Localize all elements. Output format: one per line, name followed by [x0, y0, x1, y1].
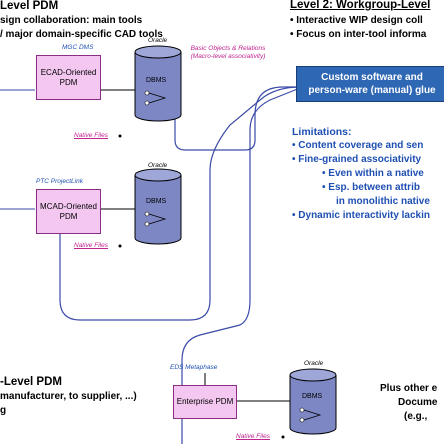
- dbms-cylinder-ptc: [134, 168, 182, 245]
- level3-bullet-1: manufacturer, to supplier, ...): [0, 391, 137, 402]
- mgc-vendor-label: MGC DMS: [62, 44, 94, 51]
- limitations-title: Limitations:: [292, 126, 352, 138]
- enterprise-pdm-box: Enterprise PDM: [173, 385, 237, 419]
- enterprise-pdm-label: Enterprise PDM: [176, 397, 234, 406]
- level1-title: Level PDM: [0, 0, 59, 12]
- mgc-dbms-label: DBMS: [146, 77, 167, 84]
- limitation-1: • Content coverage and sen: [292, 140, 424, 151]
- native-dot-eds: [281, 435, 285, 439]
- level2-bullet-1: • Interactive WIP design coll: [290, 15, 423, 26]
- level2-bullet-2: • Focus on inter-tool informa: [290, 29, 427, 40]
- others-line-1: Plus other e: [380, 383, 438, 394]
- limitation-5: in monolithic native: [336, 196, 430, 207]
- eds-dbms-label: DBMS: [302, 393, 323, 400]
- mgc-oracle-label: Oracle: [148, 37, 168, 44]
- connector-eds-glue: [181, 87, 301, 444]
- level2-title: Level 2: Workgroup-Level: [290, 0, 431, 11]
- level3-bullet-2: g: [0, 405, 7, 416]
- ptc-vendor-label: PTC ProjectLink: [36, 178, 83, 185]
- connector-mgc-glue: [174, 75, 300, 151]
- connector-ptc-glue: [59, 86, 301, 321]
- glue-line-2: person-ware (manual) glue: [308, 85, 436, 96]
- ptc-native-files[interactable]: Native Files: [74, 242, 108, 249]
- limitation-3: • Even within a native: [322, 168, 424, 179]
- level3-title: -Level PDM: [0, 376, 62, 388]
- level1-bullet-2: / major domain-specific CAD tools: [0, 29, 163, 40]
- level1-bullet-1: sign collaboration: main tools: [0, 15, 143, 26]
- limitation-6: • Dynamic interactivity lackin: [292, 210, 431, 221]
- others-line-2: Docume: [398, 397, 438, 408]
- eds-vendor-label: EDS Metaphase: [170, 364, 218, 371]
- native-dot-mgc: [118, 134, 122, 138]
- native-dot-ptc: [118, 244, 122, 248]
- dbms-cylinder-eds: [289, 368, 337, 435]
- custom-glue-box: Custom software and person-ware (manual)…: [296, 66, 444, 102]
- limitation-2: • Fine-grained associativity: [292, 154, 422, 165]
- glue-line-1: Custom software and: [321, 72, 423, 83]
- mcad-pdm-label: MCAD-Oriented PDM: [40, 201, 97, 221]
- ptc-oracle-label: Oracle: [148, 162, 168, 169]
- eds-native-files[interactable]: Native Files: [236, 433, 270, 440]
- ptc-dbms-label: DBMS: [146, 198, 167, 205]
- mgc-native-files[interactable]: Native Files: [74, 132, 108, 139]
- ecad-pdm-label: ECAD-Oriented PDM: [40, 67, 97, 87]
- limitation-4: • Esp. between attrib: [322, 182, 420, 193]
- eds-oracle-label: Oracle: [304, 360, 324, 367]
- dbms-cylinder-mgc: [134, 45, 182, 122]
- mcad-pdm-box: MCAD-Oriented PDM: [36, 189, 101, 234]
- ecad-pdm-box: ECAD-Oriented PDM: [36, 55, 101, 100]
- others-line-3: (e.g.,: [404, 411, 428, 422]
- basic-objects-annotation: Basic Objects & Relations (Macro-level a…: [190, 45, 266, 60]
